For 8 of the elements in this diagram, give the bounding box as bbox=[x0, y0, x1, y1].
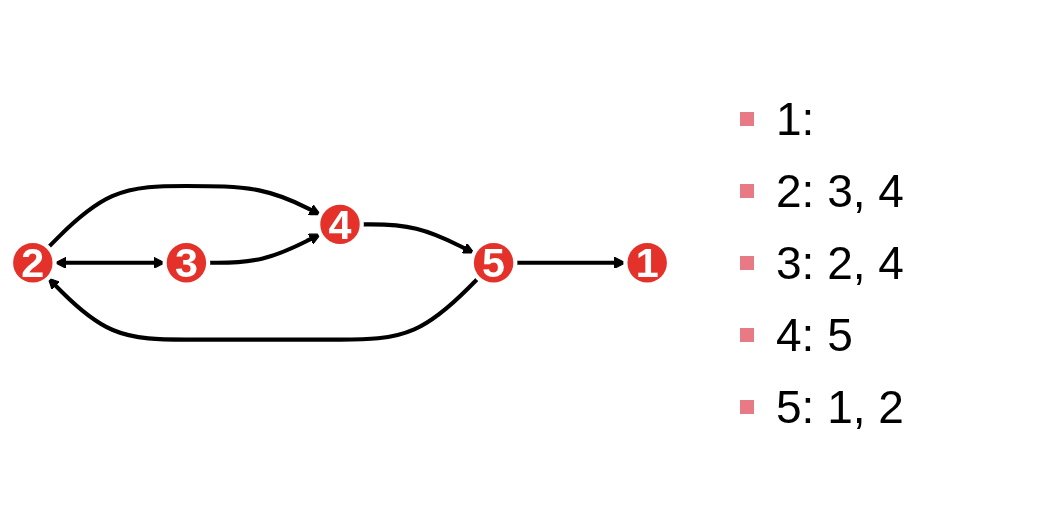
arrow bbox=[208, 233, 322, 266]
arrow bbox=[46, 184, 322, 250]
adjacency-list-entry: 4: 5 bbox=[776, 308, 853, 362]
adjacency-list-entry: 5: 1, 2 bbox=[776, 380, 904, 434]
adjacency-list-entry: 3: 2, 4 bbox=[776, 236, 904, 290]
adjacency-list-entry: 1: bbox=[776, 92, 815, 146]
adjacency-list-entry: 2: 3, 4 bbox=[776, 164, 904, 218]
arrow bbox=[47, 276, 480, 342]
